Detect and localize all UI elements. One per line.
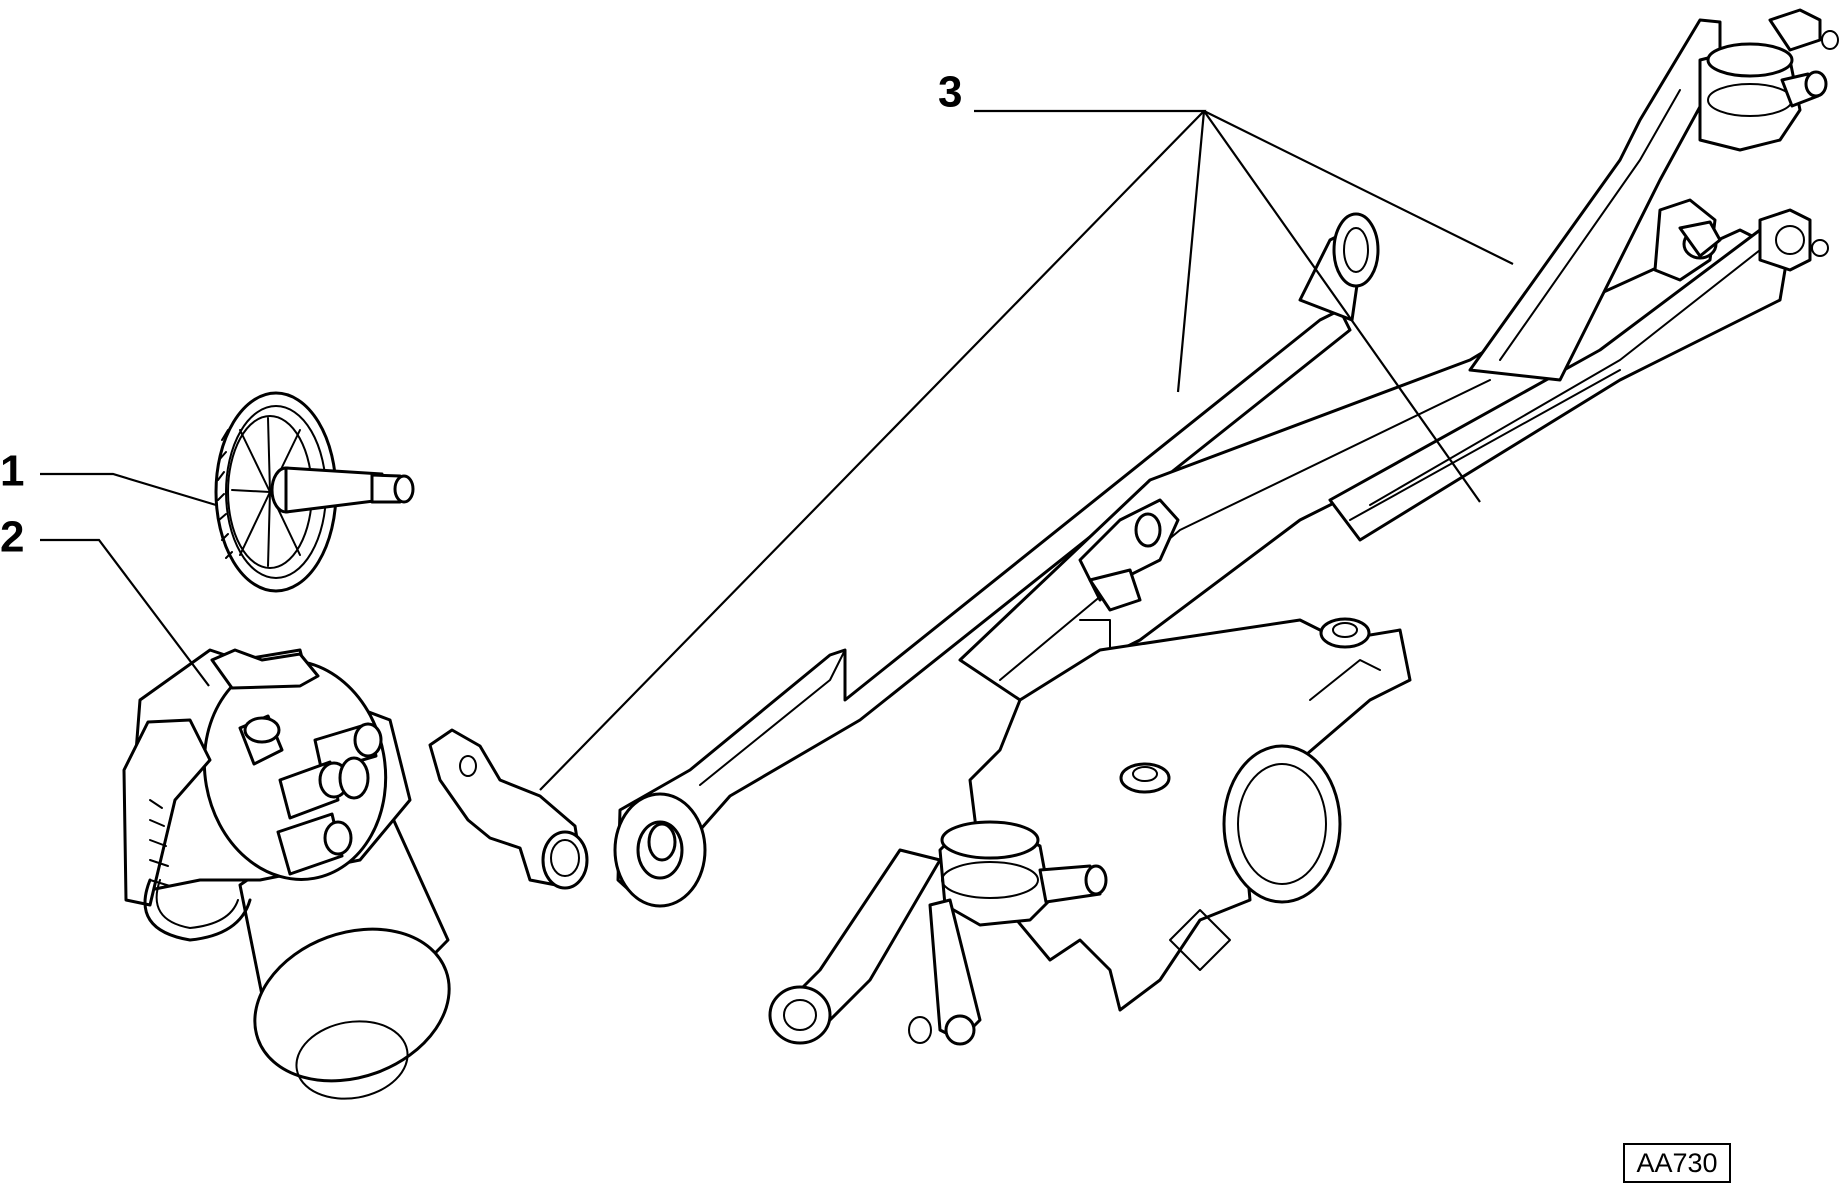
leader-line-2 (40, 538, 210, 687)
gear-shaft-part (214, 391, 415, 593)
leader-lines (40, 109, 1514, 791)
callout-number-2: 2 (0, 513, 24, 562)
wiper-motor-part (122, 648, 451, 1100)
leader-line-1 (40, 472, 217, 507)
callout-number-1: 1 (0, 447, 24, 496)
wiper-linkage-frame-part (613, 8, 1839, 1046)
reference-code-box: AA730 (1623, 1143, 1731, 1183)
reference-code-text: AA730 (1636, 1147, 1718, 1178)
crank-arm-part (428, 728, 589, 890)
callout-number-3: 3 (938, 68, 962, 117)
callout-labels: 1 2 3 (0, 68, 962, 562)
